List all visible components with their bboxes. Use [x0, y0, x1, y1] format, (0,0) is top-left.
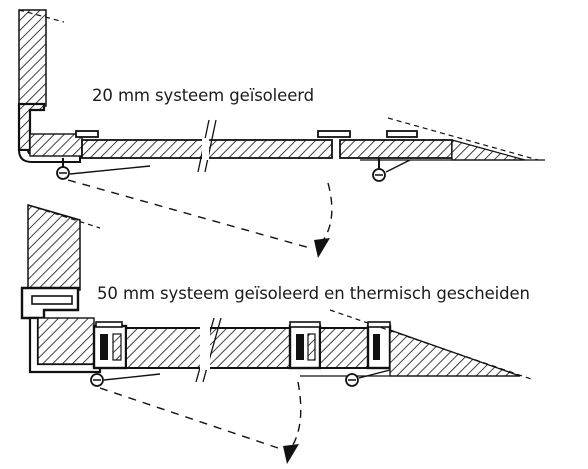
caption-50mm: 50 mm systeem geïsoleerd en thermisch ge…: [97, 284, 530, 303]
swing-arc-top: [321, 182, 333, 243]
hinge-bolt-left-top: [56, 158, 151, 180]
wall-break-line-bottom: [27, 204, 101, 229]
wall-hatched-bottom: [27, 204, 81, 291]
slope-hatched-top: [451, 139, 526, 161]
swing-line-bottom: [99, 387, 279, 449]
caption-20mm: 20 mm systeem geïsoleerd: [92, 86, 315, 105]
wall-hatched-top: [18, 9, 47, 107]
swing-arc-bottom: [290, 381, 302, 449]
arrow-head-top: [314, 238, 330, 258]
arrow-head-bottom: [283, 444, 299, 464]
floor-board-right-bottom: [319, 327, 373, 369]
detail-50mm: [20, 204, 535, 464]
hinge-bolt-right-bottom: [345, 369, 391, 387]
hinge-bolt-left-bottom: [90, 373, 161, 387]
hinge-bolt-right-top: [372, 158, 411, 182]
wall-break-line-top: [18, 9, 65, 23]
floor-board-right-top: [339, 139, 453, 159]
floor-block-left-top: [29, 133, 83, 157]
break-mark-top: [204, 119, 217, 173]
swing-line-top: [67, 179, 311, 249]
detail-20mm: [17, 9, 545, 258]
floor-block-left-bottom: [37, 317, 95, 365]
